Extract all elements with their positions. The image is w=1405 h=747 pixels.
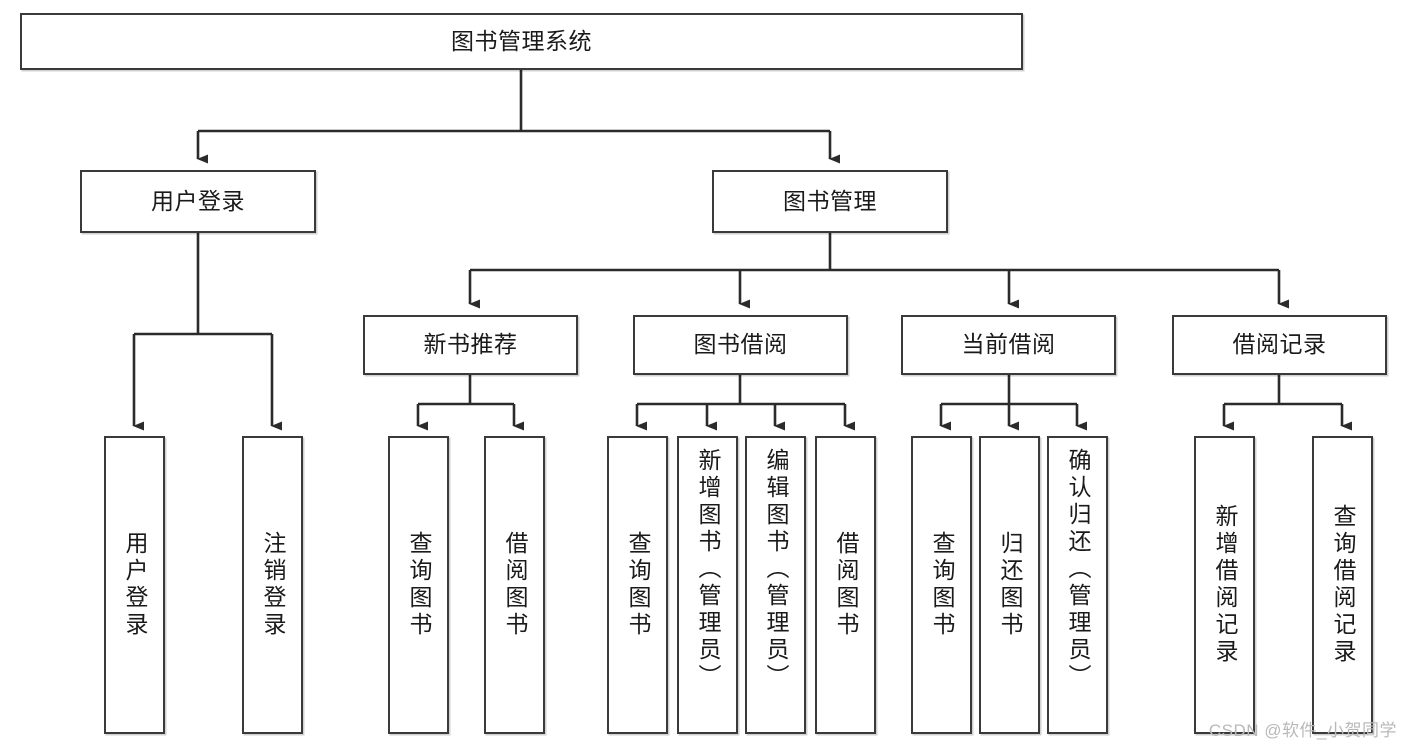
node-leaf-confirm-return[interactable]: 确认归还（管理员） [1047,436,1108,734]
node-leaf-add-book-label: 新增图书（管理员） [695,448,721,691]
csdn-watermark: CSDN @软件_小贺同学 [1208,721,1397,740]
node-leaf-query-book-2[interactable]: 查询图书 [607,436,668,734]
node-leaf-confirm-return-label: 确认归还（管理员） [1065,448,1091,691]
node-root[interactable]: 图书管理系统 [20,13,1023,70]
node-leaf-borrow-book-2-label: 借阅图书 [833,531,859,639]
node-leaf-add-record[interactable]: 新增借阅记录 [1194,436,1255,734]
node-leaf-user-login[interactable]: 用户登录 [104,436,165,734]
node-new-book-rec-label: 新书推荐 [423,331,518,358]
node-root-label: 图书管理系统 [451,27,592,54]
node-book-borrow[interactable]: 图书借阅 [633,315,848,375]
node-leaf-query-book-2-label: 查询图书 [625,531,651,639]
node-leaf-borrow-book-1-label: 借阅图书 [502,531,528,639]
node-leaf-edit-book-label: 编辑图书（管理员） [763,448,789,691]
node-leaf-add-record-label: 新增借阅记录 [1212,504,1238,666]
node-leaf-borrow-book-2[interactable]: 借阅图书 [815,436,876,734]
node-leaf-query-book-3-label: 查询图书 [929,531,955,639]
node-user-login-label: 用户登录 [151,187,245,214]
node-current-borrow-label: 当前借阅 [961,331,1056,358]
node-borrow-record-label: 借阅记录 [1232,331,1327,358]
node-leaf-query-book-3[interactable]: 查询图书 [911,436,972,734]
node-new-book-rec[interactable]: 新书推荐 [363,315,578,375]
node-book-manage[interactable]: 图书管理 [712,170,948,233]
node-leaf-return-book[interactable]: 归还图书 [979,436,1040,734]
node-leaf-user-login-label: 用户登录 [122,531,148,639]
node-leaf-logout-label: 注销登录 [260,531,286,639]
node-leaf-query-book-1[interactable]: 查询图书 [388,436,449,734]
node-leaf-add-book[interactable]: 新增图书（管理员） [677,436,738,734]
node-borrow-record[interactable]: 借阅记录 [1172,315,1387,375]
node-leaf-logout[interactable]: 注销登录 [242,436,303,734]
node-leaf-query-record-label: 查询借阅记录 [1330,504,1356,666]
node-leaf-borrow-book-1[interactable]: 借阅图书 [484,436,545,734]
node-leaf-query-record[interactable]: 查询借阅记录 [1312,436,1373,734]
node-book-borrow-label: 图书借阅 [693,331,788,358]
node-leaf-query-book-1-label: 查询图书 [406,531,432,639]
node-book-manage-label: 图书管理 [783,187,877,214]
node-user-login[interactable]: 用户登录 [80,170,316,233]
node-current-borrow[interactable]: 当前借阅 [901,315,1116,375]
node-leaf-return-book-label: 归还图书 [997,531,1023,639]
node-leaf-edit-book[interactable]: 编辑图书（管理员） [745,436,806,734]
